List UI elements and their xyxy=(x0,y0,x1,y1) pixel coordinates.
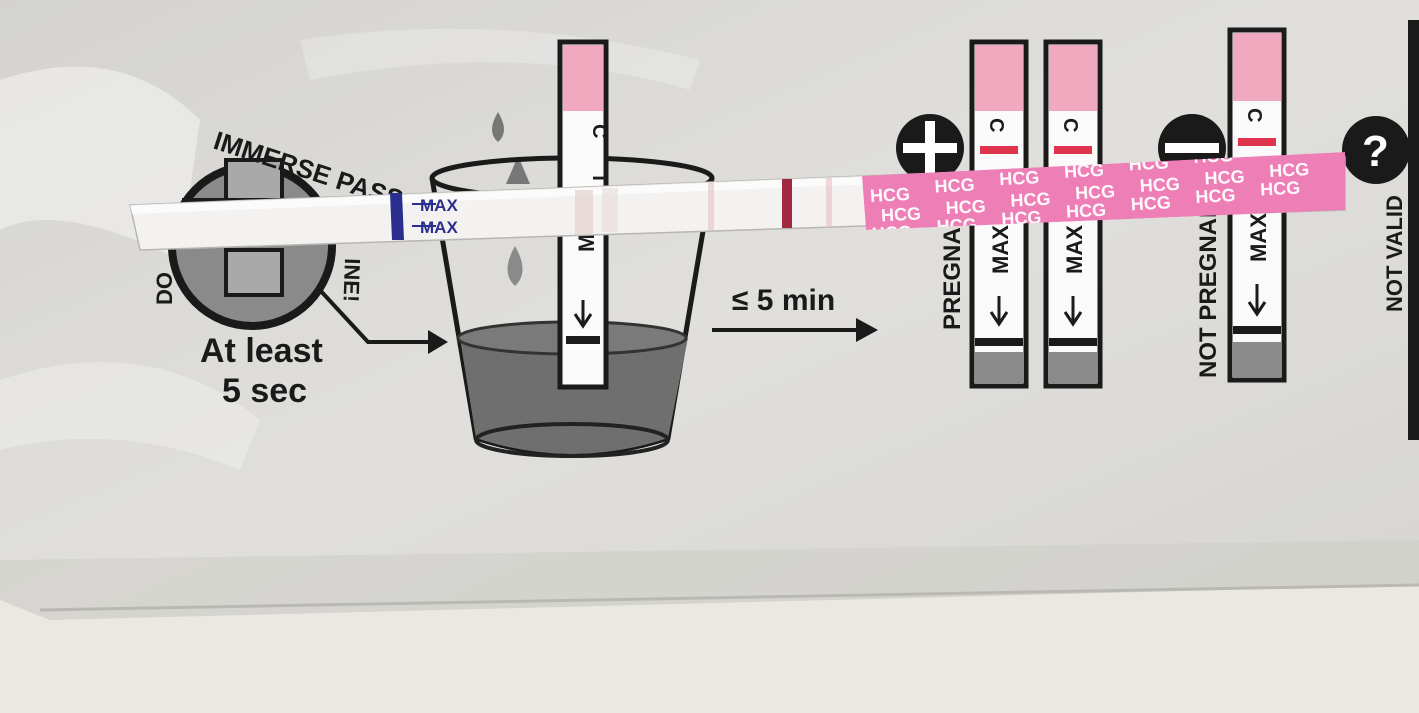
strip-max-line2: MAX xyxy=(420,218,458,237)
wait-label: ≤ 5 min xyxy=(732,284,835,317)
right-edge-strip xyxy=(1408,20,1419,440)
svg-text:HCG: HCG xyxy=(999,167,1040,189)
svg-text:HCG: HCG xyxy=(1260,178,1301,200)
positive-symbol xyxy=(896,114,964,182)
svg-text:MAX: MAX xyxy=(1062,225,1087,274)
svg-text:T: T xyxy=(588,172,610,184)
svg-text:MAX: MAX xyxy=(988,225,1013,274)
duration-line1: At least xyxy=(200,332,323,370)
svg-text:HCG: HCG xyxy=(1130,192,1171,214)
strip-max-marker xyxy=(390,193,404,240)
test-strip: MAX MAX HCG HCG HCG HCG HCG HCG HCG HCG … xyxy=(129,138,1346,251)
strip-max-line1: MAX xyxy=(420,196,458,215)
svg-text:HCG: HCG xyxy=(1269,159,1310,181)
svg-text:HCG: HCG xyxy=(945,196,986,218)
svg-text:HCG: HCG xyxy=(881,203,922,225)
not-pregnant-label: NOT PREGNANT xyxy=(1195,186,1222,378)
svg-text:C: C xyxy=(985,118,1007,132)
not-valid-label: NOT VALID xyxy=(1382,195,1407,312)
arc-text-right: INE! xyxy=(338,258,365,303)
droplet-icons xyxy=(492,112,530,286)
svg-text:HCG: HCG xyxy=(871,222,912,244)
svg-text:HCG: HCG xyxy=(1010,189,1051,211)
hcg-text: HCG xyxy=(869,184,910,206)
svg-text:C: C xyxy=(1243,108,1265,122)
svg-text:HCG: HCG xyxy=(1066,200,1107,222)
svg-text:MAX: MAX xyxy=(1246,213,1271,262)
svg-text:HCG: HCG xyxy=(1195,185,1236,207)
svg-text:?: ? xyxy=(1362,127,1389,176)
arc-text-left: DO xyxy=(152,272,177,305)
svg-text:HCG: HCG xyxy=(934,175,975,197)
svg-text:HCG: HCG xyxy=(1075,181,1116,203)
arrow-to-cup xyxy=(316,286,430,344)
svg-text:HCG: HCG xyxy=(1204,166,1245,188)
strip-test-line xyxy=(782,179,792,228)
svg-text:C: C xyxy=(588,124,610,138)
invalid-symbol: ? xyxy=(1342,116,1410,184)
duration-line2: 5 sec xyxy=(222,372,307,410)
svg-text:C: C xyxy=(1059,118,1081,132)
svg-text:HCG: HCG xyxy=(1139,174,1180,196)
svg-text:HCG: HCG xyxy=(1258,138,1299,160)
